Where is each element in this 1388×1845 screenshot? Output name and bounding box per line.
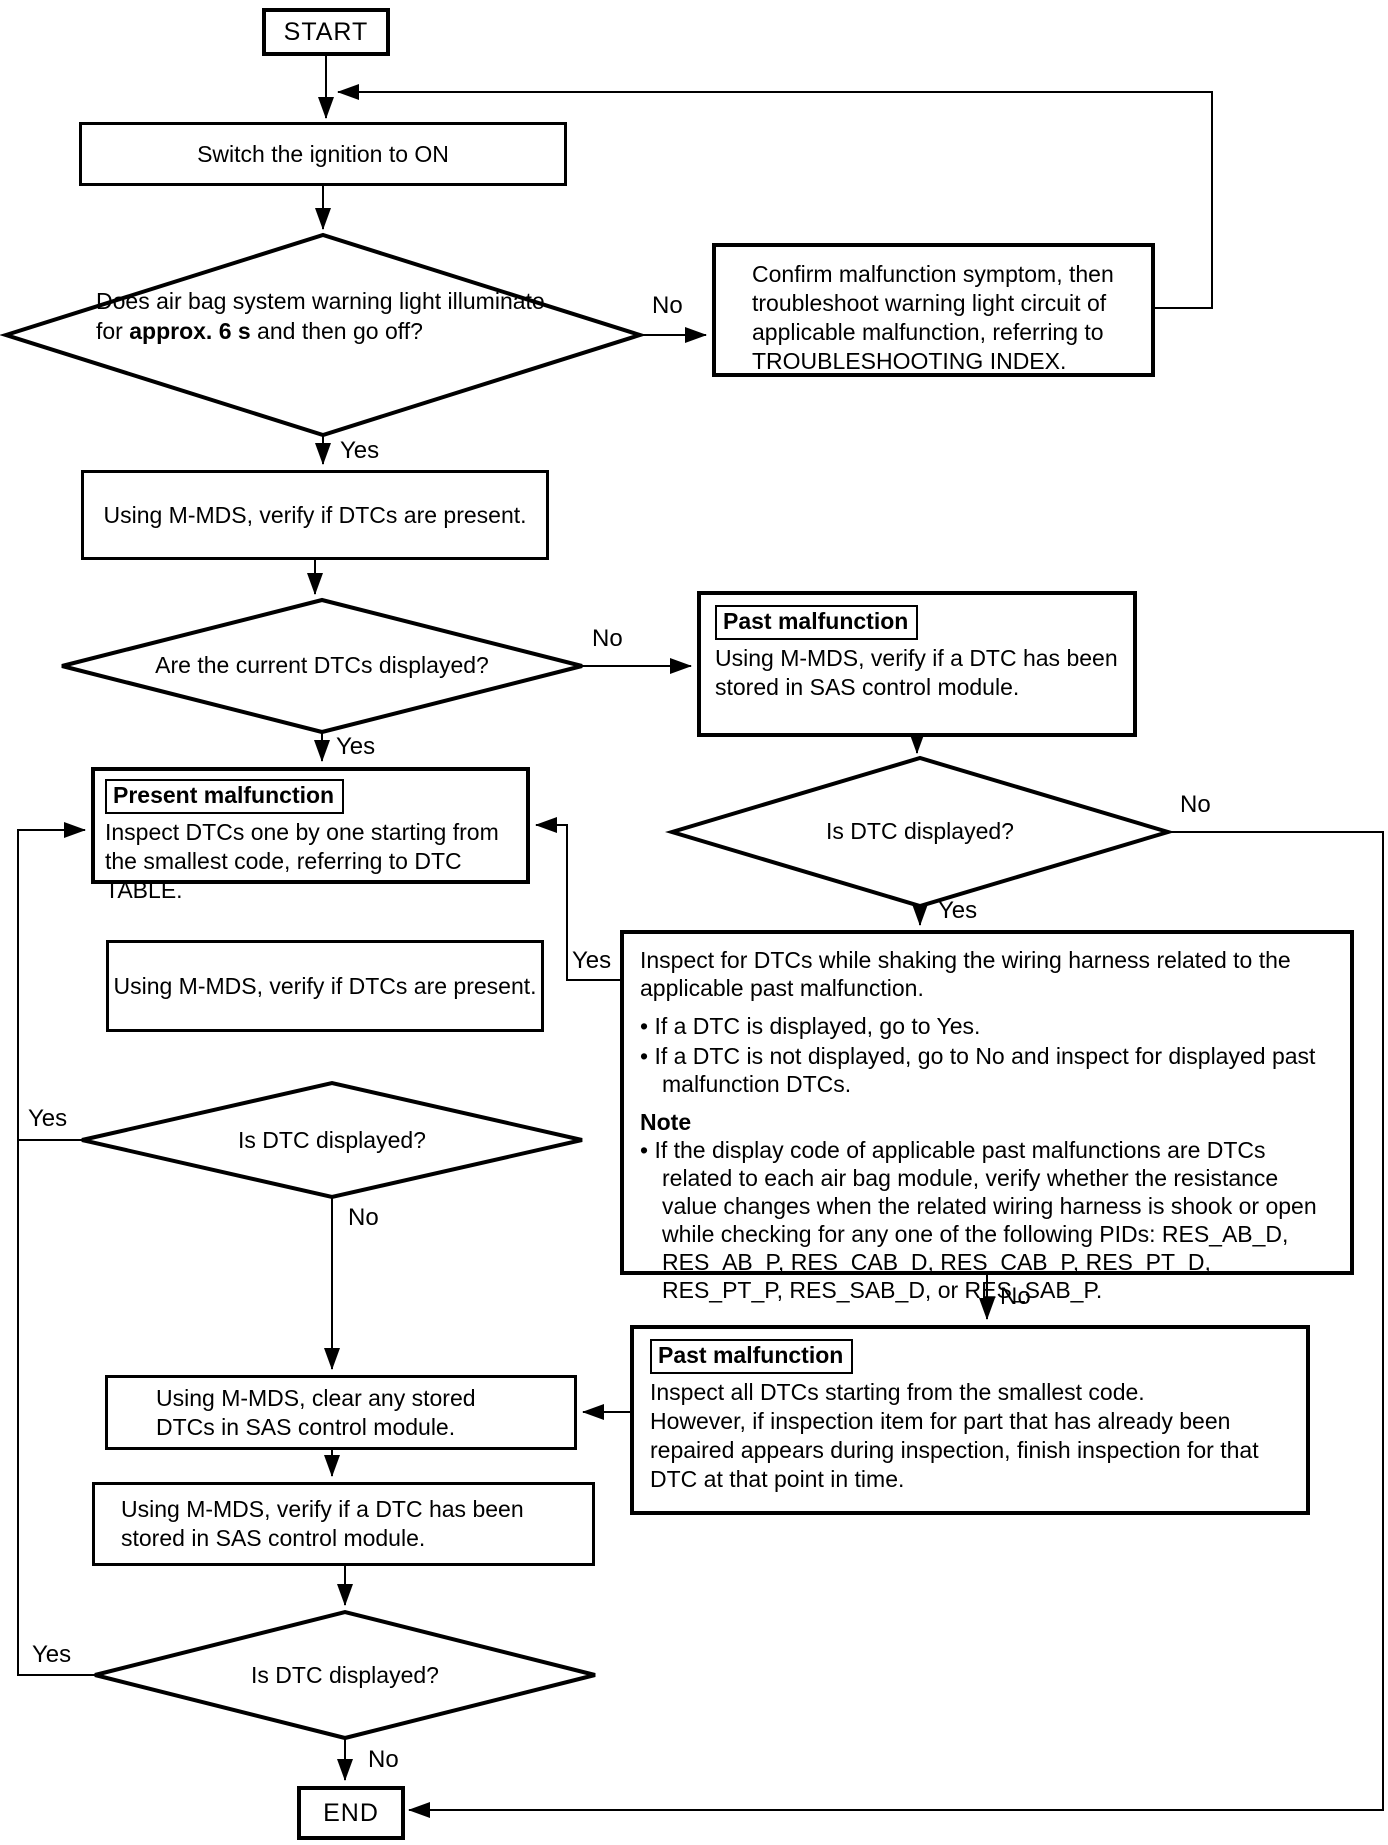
diamond-dtc-displayed-bottom [94,1609,596,1741]
switch-ignition-box: Switch the ignition to ON [79,122,567,186]
end-label: END [323,1798,379,1827]
label-shakebox-yes: Yes [572,947,612,974]
shake-harness-note-bullet: • If the display code of applicable past… [640,1137,1317,1303]
confirm-malfunction-box: Confirm malfunction symptom, then troubl… [712,243,1155,377]
verify-dtcs-present-text-2: Using M-MDS, verify if DTCs are present. [113,972,537,999]
verify-dtcs-present-box-1: Using M-MDS, verify if DTCs are present. [81,470,549,560]
label-leftcheck-yes: Yes [28,1105,68,1132]
verify-dtcs-present-box-2: Using M-MDS, verify if DTCs are present. [106,940,544,1032]
dtc-displayed-right-text: Is DTC displayed? [826,818,1014,844]
warn-line2-pre: for [96,318,130,344]
verify-dtc-stored-text: Using M-MDS, verify if a DTC has been st… [121,1496,524,1551]
edge-bottom-yes-loop [17,822,95,1676]
label-leftcheck-no: No [348,1204,379,1231]
diamond-dtc-displayed-right [665,755,1175,909]
label-currentcheck-no: No [592,625,623,652]
warn-line2-post: and then go off? [250,318,423,344]
past-malfunction-verify-title: Past malfunction [715,605,919,640]
label-warncheck-no: No [652,292,683,319]
dtc-displayed-bottom-text: Is DTC displayed? [251,1662,439,1688]
edge-rightcheck-no-to-end [408,831,1384,1818]
label-warncheck-yes: Yes [340,437,380,464]
shake-harness-note-title: Note [640,1109,692,1135]
diamond-current-dtcs-check [61,597,583,735]
past-malfunction-verify-text: Using M-MDS, verify if a DTC has been st… [715,645,1118,700]
past-malfunction-inspect-rest: However, if inspection item for part tha… [650,1408,1259,1492]
start-node: START [262,8,390,56]
start-label: START [283,17,369,46]
present-malfunction-text: Inspect DTCs one by one starting from th… [105,819,499,903]
warn-light-check-line2: for approx. 6 s and then go off? [96,316,576,346]
past-malfunction-inspect-line1: Inspect all DTCs starting from the small… [650,1379,1145,1405]
shake-harness-box: Inspect for DTCs while shaking the wirin… [620,930,1354,1303]
verify-dtc-stored-box: Using M-MDS, verify if a DTC has been st… [92,1482,595,1566]
verify-dtcs-present-text-1: Using M-MDS, verify if DTCs are present. [103,501,527,528]
label-shakebox-no: No [1000,1283,1031,1310]
warn-light-check-line1: Does air bag system warning light illumi… [96,288,545,314]
label-rightcheck-yes: Yes [938,897,978,924]
clear-dtcs-box: Using M-MDS, clear any stored DTCs in SA… [105,1375,577,1450]
warn-line2-bold: approx. 6 s [129,318,251,344]
warn-light-check-text: Does air bag system warning light illumi… [96,286,576,346]
dtc-displayed-left-text: Is DTC displayed? [238,1127,426,1153]
past-malfunction-inspect-box: Past malfunction Inspect all DTCs starti… [630,1325,1310,1515]
shake-harness-bullet-1: • If a DTC is displayed, go to Yes. [640,1013,981,1039]
confirm-malfunction-text: Confirm malfunction symptom, then troubl… [752,261,1114,374]
edge-shakebox-yes-loop [535,817,620,981]
label-rightcheck-no: No [1180,791,1211,818]
shake-harness-bullet-2: • If a DTC is not displayed, go to No an… [640,1043,1316,1097]
end-node: END [297,1786,405,1840]
label-bottomcheck-yes: Yes [32,1641,72,1668]
present-malfunction-title: Present malfunction [105,779,345,814]
current-dtcs-check-text: Are the current DTCs displayed? [155,652,489,678]
switch-ignition-text: Switch the ignition to ON [197,140,449,167]
label-bottomcheck-no: No [368,1746,399,1773]
past-malfunction-inspect-title: Past malfunction [650,1339,854,1374]
diamond-dtc-displayed-left [81,1080,583,1200]
edge-confirm-feedback [337,84,1213,309]
shake-harness-intro: Inspect for DTCs while shaking the wirin… [640,947,1291,1001]
diamond-warn-light-check [0,232,647,438]
label-currentcheck-yes: Yes [336,733,376,760]
present-malfunction-box: Present malfunction Inspect DTCs one by … [91,767,530,903]
past-malfunction-verify-box: Past malfunction Using M-MDS, verify if … [697,591,1137,737]
clear-dtcs-text: Using M-MDS, clear any stored DTCs in SA… [156,1384,476,1440]
